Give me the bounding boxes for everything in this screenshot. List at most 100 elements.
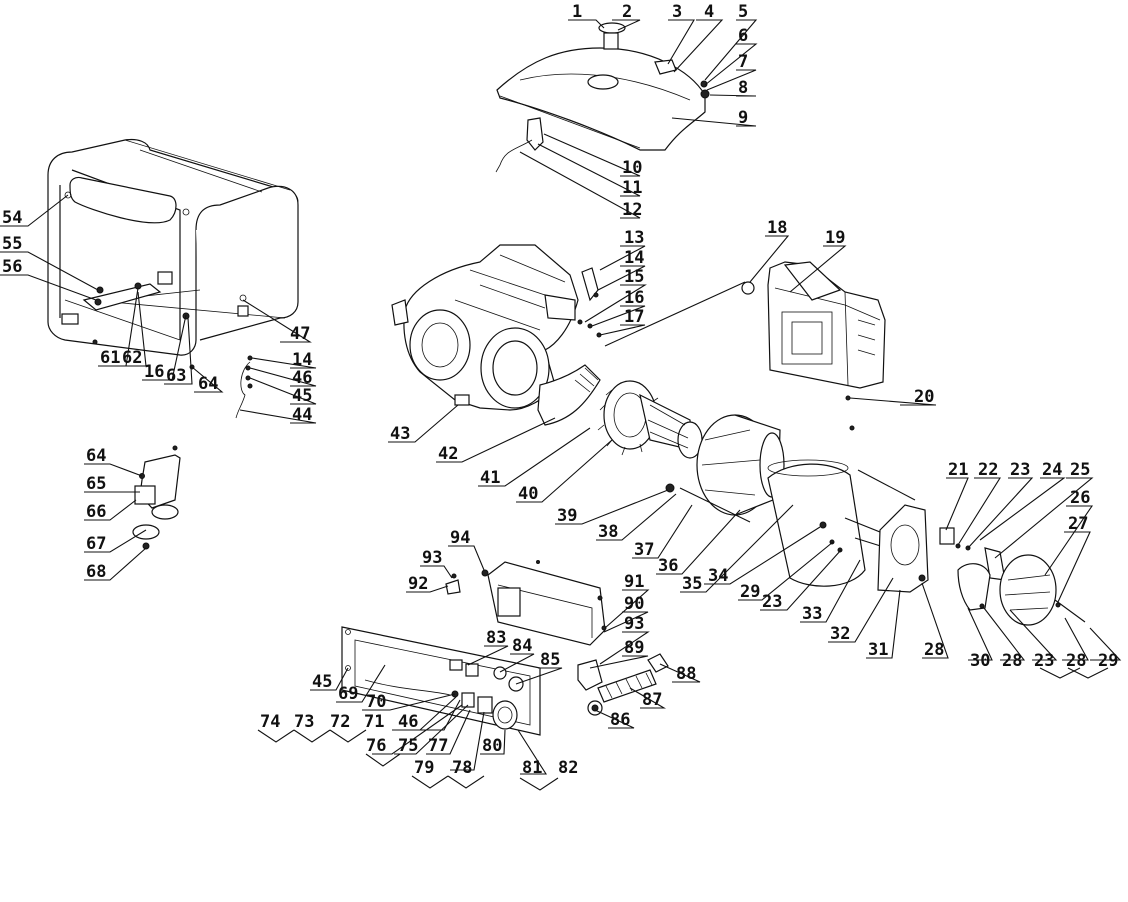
label-part-61: 61 bbox=[100, 348, 120, 368]
label-part-39: 39 bbox=[557, 506, 577, 526]
label-part-41: 41 bbox=[480, 468, 500, 488]
label-part-45b: 45 bbox=[312, 672, 332, 692]
label-part-24: 24 bbox=[1042, 460, 1062, 480]
label-part-90: 90 bbox=[624, 594, 644, 614]
label-part-74: 74 bbox=[260, 712, 280, 732]
part-number-labels: 1 2 3 4 5 6 7 8 9 10 11 12 13 14 15 16 1… bbox=[2, 2, 1118, 778]
label-part-22: 22 bbox=[978, 460, 998, 480]
engine-assembly bbox=[391, 244, 579, 411]
label-part-78: 78 bbox=[452, 758, 472, 778]
label-part-12: 12 bbox=[622, 200, 642, 220]
label-part-75: 75 bbox=[398, 736, 418, 756]
label-part-23c: 23 bbox=[1034, 651, 1054, 671]
label-part-17: 17 bbox=[624, 307, 644, 327]
label-part-68: 68 bbox=[86, 562, 106, 582]
small-bracket bbox=[445, 579, 461, 595]
label-part-4: 4 bbox=[704, 2, 714, 22]
label-part-62: 62 bbox=[122, 348, 142, 368]
label-part-26: 26 bbox=[1070, 488, 1090, 508]
label-part-43: 43 bbox=[390, 424, 410, 444]
label-part-38: 38 bbox=[598, 522, 618, 542]
label-part-93b: 93 bbox=[624, 614, 644, 634]
label-part-10: 10 bbox=[622, 158, 642, 178]
label-part-79: 79 bbox=[414, 758, 434, 778]
label-part-63: 63 bbox=[166, 366, 186, 386]
label-part-8: 8 bbox=[738, 78, 748, 98]
label-part-64b: 64 bbox=[86, 446, 106, 466]
mount-assembly bbox=[132, 445, 181, 550]
label-part-25: 25 bbox=[1070, 460, 1090, 480]
label-part-92: 92 bbox=[408, 574, 428, 594]
label-part-16b: 16 bbox=[144, 362, 164, 382]
leader-lines bbox=[0, 19, 1122, 791]
label-part-28c: 28 bbox=[1066, 651, 1086, 671]
label-part-87: 87 bbox=[642, 690, 662, 710]
label-part-29: 29 bbox=[740, 582, 760, 602]
label-part-29b: 29 bbox=[1098, 651, 1118, 671]
label-part-88: 88 bbox=[676, 664, 696, 684]
label-part-14: 14 bbox=[624, 248, 644, 268]
label-part-46: 46 bbox=[292, 368, 312, 388]
frame-assembly bbox=[47, 138, 299, 370]
label-part-16: 16 bbox=[624, 288, 644, 308]
label-part-89: 89 bbox=[624, 638, 644, 658]
label-part-66: 66 bbox=[86, 502, 106, 522]
label-part-11: 11 bbox=[622, 178, 642, 198]
label-part-86: 86 bbox=[610, 710, 630, 730]
label-part-65: 65 bbox=[86, 474, 106, 494]
label-part-20: 20 bbox=[914, 387, 934, 407]
label-part-1: 1 bbox=[572, 2, 582, 22]
label-part-56: 56 bbox=[2, 257, 22, 277]
label-part-19: 19 bbox=[825, 228, 845, 248]
label-part-71: 71 bbox=[364, 712, 384, 732]
label-part-94: 94 bbox=[450, 528, 470, 548]
label-part-70: 70 bbox=[366, 692, 386, 712]
label-part-34: 34 bbox=[708, 566, 728, 586]
label-part-18: 18 bbox=[767, 218, 787, 238]
label-part-35: 35 bbox=[682, 574, 702, 594]
label-part-27: 27 bbox=[1068, 514, 1088, 534]
label-part-82: 82 bbox=[558, 758, 578, 778]
label-part-40: 40 bbox=[518, 484, 538, 504]
label-part-9: 9 bbox=[738, 108, 748, 128]
label-part-6: 6 bbox=[738, 26, 748, 46]
label-part-55: 55 bbox=[2, 234, 22, 254]
fan-guard bbox=[537, 364, 601, 426]
label-part-7: 7 bbox=[738, 52, 748, 72]
label-part-2: 2 bbox=[622, 2, 632, 22]
label-part-3: 3 bbox=[672, 2, 682, 22]
label-part-80: 80 bbox=[482, 736, 502, 756]
label-part-36: 36 bbox=[658, 556, 678, 576]
label-part-73: 73 bbox=[294, 712, 314, 732]
label-part-21: 21 bbox=[948, 460, 968, 480]
label-part-83: 83 bbox=[486, 628, 506, 648]
label-part-47: 47 bbox=[290, 324, 310, 344]
label-part-81: 81 bbox=[522, 758, 542, 778]
spring-coil bbox=[597, 669, 657, 703]
label-part-44: 44 bbox=[292, 405, 312, 425]
label-part-72: 72 bbox=[330, 712, 350, 732]
label-part-33: 33 bbox=[802, 604, 822, 624]
connector-block bbox=[577, 659, 603, 691]
label-part-76: 76 bbox=[366, 736, 386, 756]
label-part-46b: 46 bbox=[398, 712, 418, 732]
label-part-5: 5 bbox=[738, 2, 748, 22]
label-part-67: 67 bbox=[86, 534, 106, 554]
label-part-32: 32 bbox=[830, 624, 850, 644]
label-part-91: 91 bbox=[624, 572, 644, 592]
control-box bbox=[481, 560, 607, 646]
label-part-28: 28 bbox=[924, 640, 944, 660]
label-part-13: 13 bbox=[624, 228, 644, 248]
alternator-assembly bbox=[597, 380, 1086, 626]
label-part-85: 85 bbox=[540, 650, 560, 670]
air-filter-assembly bbox=[741, 261, 886, 389]
label-part-93: 93 bbox=[422, 548, 442, 568]
label-part-14b: 14 bbox=[292, 350, 312, 370]
label-part-30: 30 bbox=[970, 651, 990, 671]
label-part-54: 54 bbox=[2, 208, 22, 228]
label-part-28b: 28 bbox=[1002, 651, 1022, 671]
label-part-42: 42 bbox=[438, 444, 458, 464]
fuel-tank-assembly bbox=[495, 22, 710, 173]
label-part-84: 84 bbox=[512, 636, 532, 656]
